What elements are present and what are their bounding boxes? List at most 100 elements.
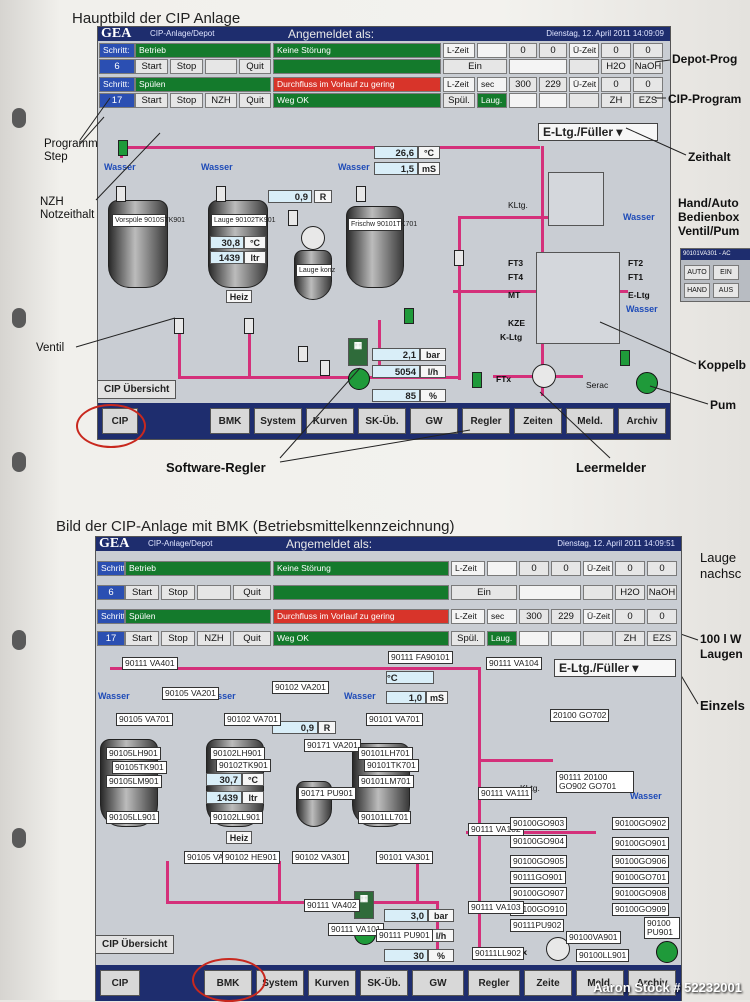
pipe bbox=[458, 290, 461, 380]
lzeit-label: L-Zeit bbox=[443, 43, 475, 58]
bmk-label: 90105LM901 bbox=[106, 775, 162, 788]
nav-archiv[interactable]: Archiv bbox=[628, 970, 676, 996]
value-zero: 0 bbox=[647, 609, 677, 624]
valve-green[interactable] bbox=[472, 372, 482, 388]
valve[interactable] bbox=[216, 186, 226, 202]
annotation-software-regler: Software-Regler bbox=[166, 460, 266, 475]
blank-button[interactable] bbox=[569, 59, 599, 74]
blank-button[interactable] bbox=[197, 585, 231, 600]
nav-zeiten[interactable]: Zeite bbox=[524, 970, 572, 996]
zh-button[interactable]: ZH bbox=[601, 93, 631, 108]
pipe bbox=[478, 759, 553, 762]
bmk-label: 90111 VA102 bbox=[468, 823, 524, 836]
blank-button[interactable] bbox=[583, 585, 613, 600]
stop-button[interactable]: Stop bbox=[161, 631, 195, 646]
valve[interactable] bbox=[320, 360, 330, 376]
kze-label: KZE bbox=[508, 318, 525, 328]
pump-serac[interactable] bbox=[656, 941, 678, 963]
line-dropdown[interactable]: E-Ltg./Füller ▾ bbox=[554, 659, 676, 677]
start-button[interactable]: Start bbox=[125, 585, 159, 600]
valve-green[interactable] bbox=[404, 308, 414, 324]
nav-bmk[interactable]: BMK bbox=[210, 408, 250, 434]
ezs-button[interactable]: EZS bbox=[633, 93, 663, 108]
pipe bbox=[166, 861, 169, 901]
date-label: Dienstag, 12. April 2011 14:09:09 bbox=[546, 29, 664, 38]
value-zero: 0 bbox=[633, 77, 663, 92]
valve[interactable] bbox=[116, 186, 126, 202]
ein-button[interactable]: Ein bbox=[443, 59, 507, 74]
ft3-label: FT3 bbox=[508, 258, 524, 268]
blank-button[interactable] bbox=[583, 631, 613, 646]
quit-button[interactable]: Quit bbox=[239, 93, 271, 108]
h2o-button[interactable]: H2O bbox=[601, 59, 631, 74]
valve-green[interactable] bbox=[620, 350, 630, 366]
valve[interactable] bbox=[356, 186, 366, 202]
nav-kurven[interactable]: Kurven bbox=[308, 970, 356, 996]
step-number: 6 bbox=[99, 59, 135, 74]
naoh-button[interactable]: NaOH bbox=[647, 585, 677, 600]
handbox-hand-button[interactable]: HAND bbox=[684, 283, 710, 298]
heiz-button[interactable]: Heiz bbox=[226, 831, 252, 844]
quit-button[interactable]: Quit bbox=[239, 59, 271, 74]
stop-button[interactable]: Stop bbox=[161, 585, 195, 600]
koppel-panel-upper bbox=[548, 172, 604, 226]
stop-button[interactable]: Stop bbox=[170, 59, 203, 74]
title-bar: GEA CIP-Anlage/Depot Angemeldet als: Die… bbox=[96, 537, 681, 551]
nav-gw[interactable]: GW bbox=[410, 408, 458, 434]
nav-gw[interactable]: GW bbox=[412, 970, 464, 996]
bmk-label: 90105LL901 bbox=[106, 811, 160, 824]
handbox-auto-button[interactable]: AUTO bbox=[684, 265, 710, 280]
ein-button[interactable]: Ein bbox=[451, 585, 517, 600]
nav-meld[interactable]: Meld. bbox=[576, 970, 624, 996]
naoh-button[interactable]: NaOH bbox=[633, 59, 663, 74]
blank-button[interactable] bbox=[205, 59, 237, 74]
tank-frisch-label: Frischw 90101TK701 bbox=[348, 218, 417, 231]
valve[interactable] bbox=[244, 318, 254, 334]
pressure-value: 2,1 bbox=[372, 348, 420, 361]
valve-green[interactable] bbox=[118, 140, 128, 156]
heiz-button[interactable]: Heiz bbox=[226, 290, 252, 303]
screen-top: GEA CIP-Anlage/Depot Angemeldet als: Die… bbox=[97, 26, 671, 440]
stop-button[interactable]: Stop bbox=[170, 93, 203, 108]
handbox-aus-button[interactable]: AUS bbox=[713, 283, 739, 298]
uzeit-label: Ü-Zeit bbox=[569, 43, 599, 58]
start-button[interactable]: Start bbox=[135, 93, 168, 108]
nav-regler[interactable]: Regler bbox=[468, 970, 520, 996]
nav-cip[interactable]: CIP bbox=[100, 970, 140, 996]
nzh-button[interactable]: NZH bbox=[205, 93, 237, 108]
lauge-temp-value: 30,8 bbox=[210, 236, 244, 249]
quit-button[interactable]: Quit bbox=[233, 631, 271, 646]
blank-cell bbox=[551, 631, 581, 646]
nav-kurven[interactable]: Kurven bbox=[306, 408, 354, 434]
valve[interactable] bbox=[298, 346, 308, 362]
nav-sk-ueb[interactable]: SK-Üb. bbox=[360, 970, 408, 996]
start-button[interactable]: Start bbox=[135, 59, 168, 74]
bmk-label: 90105 VA701 bbox=[116, 713, 173, 726]
spuel-button[interactable]: Spül. bbox=[451, 631, 485, 646]
cip-overview-button[interactable]: CIP Übersicht bbox=[98, 380, 177, 399]
h2o-button[interactable]: H2O bbox=[615, 585, 645, 600]
start-button[interactable]: Start bbox=[125, 631, 159, 646]
controller-icon[interactable]: ▦ bbox=[348, 338, 368, 366]
nav-sk-ueb[interactable]: SK-Üb. bbox=[358, 408, 406, 434]
line-dropdown[interactable]: E-Ltg./Füller ▾ bbox=[538, 123, 658, 141]
pump-konz[interactable] bbox=[301, 226, 325, 250]
valve[interactable] bbox=[174, 318, 184, 334]
pump-serac[interactable] bbox=[636, 372, 658, 394]
cip-overview-button[interactable]: CIP Übersicht bbox=[96, 935, 175, 954]
nav-system[interactable]: System bbox=[254, 408, 302, 434]
ezs-button[interactable]: EZS bbox=[647, 631, 677, 646]
nzh-button[interactable]: NZH bbox=[197, 631, 231, 646]
valve[interactable] bbox=[288, 210, 298, 226]
nav-regler[interactable]: Regler bbox=[462, 408, 510, 434]
spuel-button[interactable]: Spül. bbox=[443, 93, 475, 108]
nav-zeiten[interactable]: Zeiten bbox=[514, 408, 562, 434]
bmk-label: 90102 VA301 bbox=[292, 851, 349, 864]
blank-button[interactable] bbox=[569, 93, 599, 108]
nav-meld[interactable]: Meld. bbox=[566, 408, 614, 434]
nav-archiv[interactable]: Archiv bbox=[618, 408, 666, 434]
valve[interactable] bbox=[454, 250, 464, 266]
handbox-ein-button[interactable]: EIN bbox=[713, 265, 739, 280]
quit-button[interactable]: Quit bbox=[233, 585, 271, 600]
zh-button[interactable]: ZH bbox=[615, 631, 645, 646]
